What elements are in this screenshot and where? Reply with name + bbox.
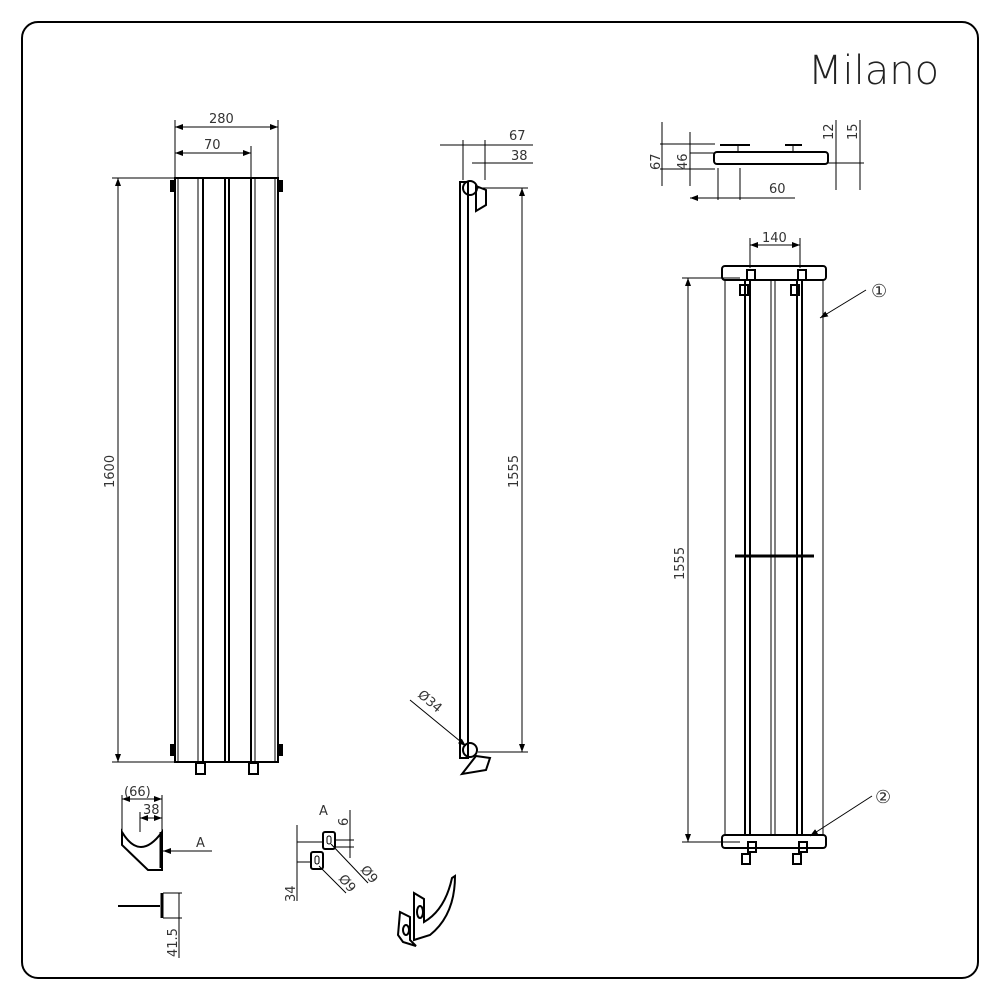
drawing-border	[21, 21, 979, 979]
view-a-title: A	[319, 804, 328, 819]
dim-bracket-spacing: 140	[762, 231, 787, 246]
side-view: 67 38 1555 Ø34	[409, 129, 533, 776]
top-section-view: 67 46 60 12 15	[649, 120, 864, 201]
callout-2: ②	[875, 787, 891, 808]
dim-section-body: 46	[676, 153, 691, 170]
dim-bracket-width: (66)	[124, 785, 151, 800]
dim-spacing: 70	[204, 138, 221, 153]
wall-bracket	[195, 762, 206, 775]
dim-bracket-inner: 38	[143, 803, 160, 818]
rear-view: 140 1555 ① ②	[673, 231, 891, 865]
bracket-isometric	[396, 874, 457, 947]
view-a-detail: A 34 6 Ø9 Ø9	[284, 804, 380, 902]
bracket-detail: (66) 38 A 41.5	[118, 785, 212, 958]
dim-pitch: 60	[769, 182, 786, 197]
dim-depth-total: 67	[509, 129, 526, 144]
product-title: Milano	[808, 48, 939, 94]
dim-height-centers: 1555	[507, 455, 522, 488]
dim-view-a-offset: 6	[337, 818, 352, 826]
dim-pipe-diameter: Ø34	[414, 688, 444, 717]
dim-section-depth: 67	[649, 153, 664, 170]
dim-hole-1: Ø9	[357, 863, 380, 887]
dim-15: 15	[846, 123, 861, 140]
dim-thickness: 41.5	[166, 928, 181, 957]
dim-view-a-height: 34	[284, 885, 299, 902]
dim-rear-height: 1555	[673, 547, 688, 580]
dim-width: 280	[209, 112, 234, 127]
front-view: 280 70 1600	[103, 112, 283, 775]
callout-1: ①	[871, 281, 887, 302]
dim-height: 1600	[103, 455, 118, 488]
dim-depth-bracket: 38	[511, 149, 528, 164]
view-a-marker: A	[196, 836, 205, 851]
wall-bracket	[248, 762, 259, 775]
dim-12: 12	[822, 123, 837, 140]
dim-hole-2: Ø9	[335, 872, 358, 896]
